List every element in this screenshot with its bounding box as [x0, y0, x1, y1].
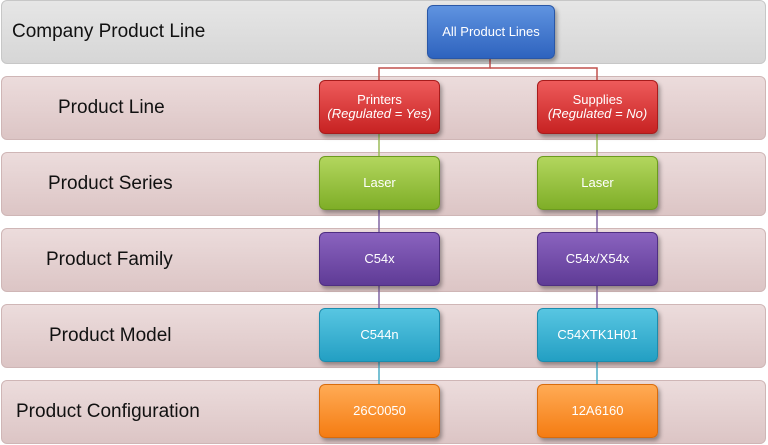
node-label: All Product Lines [442, 24, 540, 39]
node-series-right[interactable]: Laser [537, 156, 658, 210]
node-label: C544n [360, 327, 399, 342]
node-model-left[interactable]: C544n [319, 308, 440, 362]
node-label: 12A6160 [571, 403, 624, 418]
node-sublabel: (Regulated = No) [547, 106, 648, 121]
band-label-company-product-line: Company Product Line [12, 21, 206, 42]
band-label-product-model: Product Model [49, 325, 172, 346]
band-label-product-configuration: Product Configuration [16, 401, 200, 422]
node-label: 26C0050 [353, 403, 406, 418]
node-printers[interactable]: Printers (Regulated = Yes) [319, 80, 440, 134]
band-label-product-family: Product Family [46, 249, 173, 270]
node-sublabel: (Regulated = Yes) [327, 106, 432, 121]
node-label: C54x/X54x [565, 251, 630, 266]
node-family-right[interactable]: C54x/X54x [537, 232, 658, 286]
node-all-product-lines[interactable]: All Product Lines [427, 5, 555, 59]
node-series-left[interactable]: Laser [319, 156, 440, 210]
node-config-right[interactable]: 12A6160 [537, 384, 658, 438]
node-label: Laser [581, 175, 614, 190]
band-label-product-series: Product Series [48, 173, 173, 194]
node-model-right[interactable]: C54XTK1H01 [537, 308, 658, 362]
node-label: Supplies [572, 92, 623, 107]
node-config-left[interactable]: 26C0050 [319, 384, 440, 438]
band-company-product-line [1, 0, 766, 64]
node-label: C54x [364, 251, 395, 266]
band-label-product-line: Product Line [58, 97, 165, 118]
node-family-left[interactable]: C54x [319, 232, 440, 286]
node-label: Laser [363, 175, 396, 190]
node-label: C54XTK1H01 [557, 327, 638, 342]
node-label: Printers [357, 92, 402, 107]
connector-root-to-supplies [490, 67, 598, 80]
connector-root-to-printers [378, 58, 491, 80]
node-supplies[interactable]: Supplies (Regulated = No) [537, 80, 658, 134]
